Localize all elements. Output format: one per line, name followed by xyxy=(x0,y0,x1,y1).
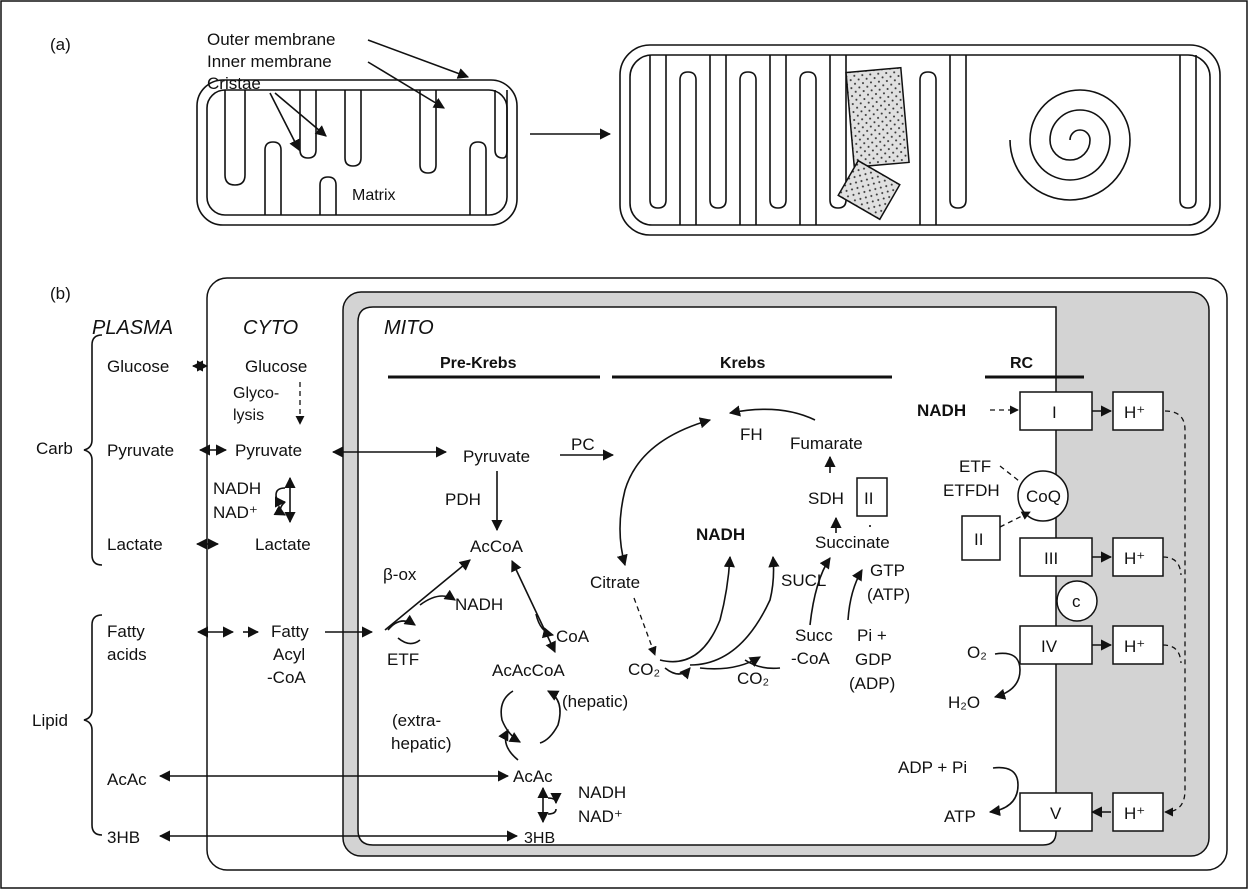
krebs-header: Krebs xyxy=(720,355,765,372)
mito-pyruvate: Pyruvate xyxy=(463,447,530,466)
proton-label-1: H⁺ xyxy=(1124,403,1145,422)
fumarate: Fumarate xyxy=(790,434,863,453)
granular-inclusion xyxy=(838,161,900,220)
succinyl-coa: Succ xyxy=(795,626,833,645)
acetoacetyl-coa: AcAcCoA xyxy=(492,661,565,680)
cyto-lactate: Lactate xyxy=(255,535,311,554)
matrix-label: Matrix xyxy=(352,187,396,204)
glycolysis-label: Glyco- xyxy=(233,385,279,402)
pdh-label: PDH xyxy=(445,490,481,509)
pi-label: Pi + xyxy=(857,626,887,645)
rc-etfdh: ETFDH xyxy=(943,481,1000,500)
complex-iv-label: IV xyxy=(1041,637,1058,656)
pc-label: PC xyxy=(571,435,595,454)
beta-ox-etf: ETF xyxy=(387,650,419,669)
extrahepatic-label: (extra- xyxy=(392,711,441,730)
plasma-fatty-acids: acids xyxy=(107,645,147,664)
cyto-fatty-acyl-coa: Fatty xyxy=(271,622,309,641)
atp-label: ATP xyxy=(944,807,976,826)
lipid-label: Lipid xyxy=(32,711,68,730)
beta-ox-nadh: NADH xyxy=(455,595,503,614)
lipid-brace xyxy=(84,615,102,835)
sdh-complex-label: II xyxy=(864,489,873,508)
coq-label: CoQ xyxy=(1026,487,1061,506)
inner-membrane-label: Inner membrane xyxy=(207,52,332,71)
cyto-fatty-acyl-coa: -CoA xyxy=(267,668,306,687)
plasma-3hb: 3HB xyxy=(107,828,140,847)
panel-b: (b) PLASMA CYTO MITO Pre-Krebs Krebs RC … xyxy=(32,278,1227,870)
ketone-nadh: NADH xyxy=(578,783,626,802)
cyto-header: CYTO xyxy=(243,317,298,339)
proton-label-2: H⁺ xyxy=(1124,549,1145,568)
plasma-fatty-acids: Fatty xyxy=(107,622,145,641)
gtp-atp-label: (ATP) xyxy=(867,585,910,604)
gtp-label: GTP xyxy=(870,561,905,580)
beta-ox-label: β-ox xyxy=(383,565,417,584)
citrate: Citrate xyxy=(590,573,640,592)
glycolysis-label: lysis xyxy=(233,407,264,424)
gdp-label: GDP xyxy=(855,650,892,669)
hepatic-label: (hepatic) xyxy=(562,692,628,711)
sdh-label: SDH xyxy=(808,489,844,508)
abnormal-mitochondrion xyxy=(620,45,1220,235)
panel-a: (a) Matrix Outer membrane Inner membrane… xyxy=(50,30,1220,235)
krebs-nadh: NADH xyxy=(696,525,745,544)
succinyl-coa: -CoA xyxy=(791,649,830,668)
co2-1: CO₂ xyxy=(628,660,660,679)
cristae-label: Cristae xyxy=(207,74,261,93)
acetyl-coa: AcCoA xyxy=(470,537,524,556)
cyto-nadh: NADH xyxy=(213,479,261,498)
co2-2: CO₂ xyxy=(737,669,769,688)
plasma-lactate: Lactate xyxy=(107,535,163,554)
plasma-pyruvate: Pyruvate xyxy=(107,441,174,460)
plasma-header: PLASMA xyxy=(92,317,173,339)
complex-ii-label: II xyxy=(974,530,983,549)
carb-brace xyxy=(84,335,102,565)
panel-a-label: (a) xyxy=(50,35,71,54)
cyto-glucose: Glucose xyxy=(245,357,307,376)
adp-pi-label: ADP + Pi xyxy=(898,758,967,777)
proton-label-4: H⁺ xyxy=(1124,804,1145,823)
rc-nadh: NADH xyxy=(917,401,966,420)
cyto-fatty-acyl-coa: Acyl xyxy=(273,645,305,664)
cytochrome-c-label: c xyxy=(1072,592,1081,611)
granular-inclusion xyxy=(846,68,909,167)
h2o-label: H₂O xyxy=(948,693,980,712)
extrahepatic-label: hepatic) xyxy=(391,734,451,753)
plasma-acac: AcAc xyxy=(107,770,147,789)
rc-etf: ETF xyxy=(959,457,991,476)
complex-i-label: I xyxy=(1052,403,1057,422)
carb-label: Carb xyxy=(36,439,73,458)
proton-label-3: H⁺ xyxy=(1124,637,1145,656)
cyto-pyruvate: Pyruvate xyxy=(235,441,302,460)
gdp-adp-label: (ADP) xyxy=(849,674,895,693)
rc-header: RC xyxy=(1010,355,1034,372)
concentric-cristae xyxy=(1010,90,1130,200)
o2-label: O₂ xyxy=(967,643,987,662)
mito-3hb: 3HB xyxy=(524,830,555,847)
coa-label: CoA xyxy=(556,627,590,646)
ketone-nad: NAD⁺ xyxy=(578,807,623,826)
pre-krebs-header: Pre-Krebs xyxy=(440,355,517,372)
cyto-nad: NAD⁺ xyxy=(213,503,258,522)
fh-label: FH xyxy=(740,425,763,444)
mito-acac: AcAc xyxy=(513,767,553,786)
complex-v-label: V xyxy=(1050,804,1062,823)
succinate: Succinate xyxy=(815,533,890,552)
mito-header: MITO xyxy=(384,317,434,339)
plasma-glucose: Glucose xyxy=(107,357,169,376)
panel-b-label: (b) xyxy=(50,284,71,303)
outer-membrane-label: Outer membrane xyxy=(207,30,336,49)
normal-mitochondrion: Matrix xyxy=(197,80,517,225)
complex-iii-label: III xyxy=(1044,549,1058,568)
